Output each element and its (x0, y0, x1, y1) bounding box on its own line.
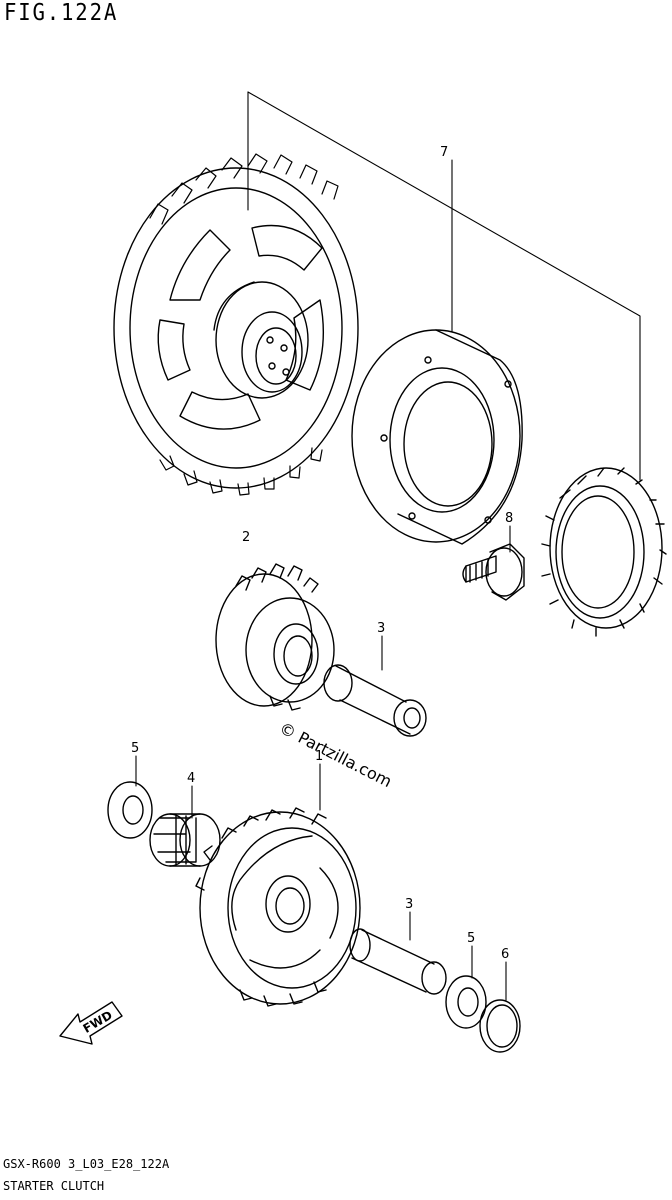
thrust-washer (479, 999, 521, 1053)
washer-right (445, 975, 487, 1029)
starter-clutch-body (351, 329, 523, 545)
fwd-arrow-icon: FWD (59, 1001, 123, 1045)
idle-shaft-lower (349, 928, 447, 995)
callout-5-right: 5 (467, 931, 475, 946)
figure-title: FIG.122A (4, 0, 119, 26)
starter-idle-gear-upper (215, 563, 335, 711)
starter-idle-gear-lower (195, 807, 361, 1007)
callout-3-lower: 3 (405, 897, 413, 912)
callout-2: 2 (242, 530, 250, 545)
washer-left (107, 781, 153, 839)
callout-3-upper: 3 (377, 621, 385, 636)
leader-lines (135, 91, 641, 1001)
starter-clutch-gear (113, 153, 359, 496)
callout-4: 4 (187, 771, 195, 786)
callout-7: 7 (440, 145, 448, 160)
callout-6: 6 (501, 947, 509, 962)
callout-5-left: 5 (131, 741, 139, 756)
callout-1: 1 (315, 749, 323, 764)
model-code: GSX-R600 3_L03_E28_122A (3, 1157, 170, 1171)
needle-bearing (149, 813, 221, 867)
idle-shaft-upper (323, 664, 427, 737)
one-way-clutch (541, 467, 667, 637)
callout-8: 8 (505, 511, 513, 526)
bolt (462, 543, 525, 601)
section-name: STARTER CLUTCH (3, 1179, 105, 1193)
